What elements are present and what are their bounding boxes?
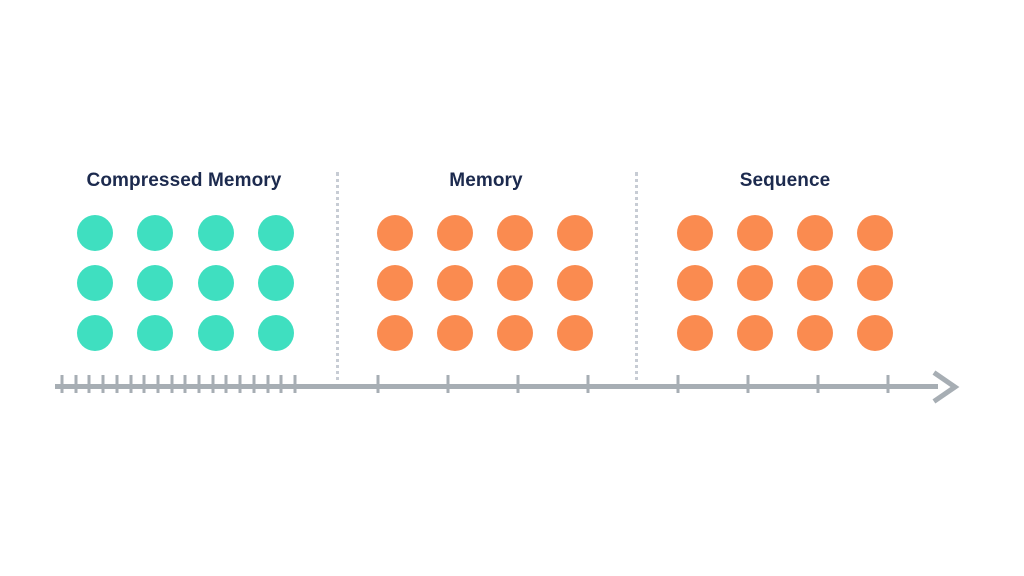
section-divider: [635, 172, 638, 388]
grid-dot: [258, 215, 294, 251]
grid-dot: [737, 215, 773, 251]
grid-dot: [377, 215, 413, 251]
axis-tick: [115, 375, 119, 393]
grid-dot: [137, 265, 173, 301]
grid-dot: [557, 265, 593, 301]
grid-dot: [497, 315, 533, 351]
grid-dot: [137, 215, 173, 251]
axis-arrow-icon: [932, 370, 960, 404]
grid-dot: [377, 315, 413, 351]
axis-tick: [197, 375, 201, 393]
axis-tick: [142, 375, 146, 393]
grid-dot: [737, 315, 773, 351]
timeline-axis: [55, 384, 938, 389]
section-label-sequence: Sequence: [739, 170, 831, 191]
axis-tick: [87, 375, 91, 393]
grid-dot: [857, 215, 893, 251]
axis-tick: [252, 375, 256, 393]
grid-dot: [797, 315, 833, 351]
grid-dot: [137, 315, 173, 351]
grid-dot: [857, 315, 893, 351]
axis-tick: [183, 375, 187, 393]
axis-tick: [156, 375, 160, 393]
axis-tick: [224, 375, 228, 393]
axis-tick: [74, 375, 78, 393]
axis-tick: [816, 375, 820, 393]
section-divider: [336, 172, 339, 388]
grid-dot: [677, 215, 713, 251]
grid-dot: [77, 215, 113, 251]
axis-tick: [676, 375, 680, 393]
grid-dot: [497, 215, 533, 251]
axis-tick: [886, 375, 890, 393]
axis-tick: [129, 375, 132, 393]
grid-dot: [557, 315, 593, 351]
grid-dot: [258, 265, 294, 301]
axis-tick: [266, 375, 269, 393]
grid-dot: [258, 315, 294, 351]
section-label-memory: Memory: [449, 170, 523, 191]
grid-dot: [557, 215, 593, 251]
grid-dot: [857, 265, 893, 301]
axis-tick: [446, 375, 450, 393]
grid-dot: [797, 215, 833, 251]
axis-tick: [376, 375, 380, 393]
section-label-compressed-memory: Compressed Memory: [86, 170, 282, 191]
axis-tick: [279, 375, 283, 393]
axis-tick: [211, 375, 215, 393]
grid-dot: [77, 265, 113, 301]
grid-dot: [677, 315, 713, 351]
axis-tick: [101, 375, 105, 393]
axis-tick: [238, 375, 242, 393]
axis-tick: [586, 375, 590, 393]
grid-dot: [437, 315, 473, 351]
grid-dot: [77, 315, 113, 351]
grid-dot: [737, 265, 773, 301]
axis-tick: [516, 375, 520, 393]
grid-dot: [437, 215, 473, 251]
axis-tick: [746, 375, 750, 393]
grid-dot: [198, 215, 234, 251]
grid-dot: [198, 265, 234, 301]
grid-dot: [677, 265, 713, 301]
grid-dot: [797, 265, 833, 301]
axis-tick: [60, 375, 64, 393]
grid-dot: [198, 315, 234, 351]
grid-dot: [437, 265, 473, 301]
grid-dot: [497, 265, 533, 301]
axis-tick: [170, 375, 174, 393]
grid-dot: [377, 265, 413, 301]
axis-tick: [293, 375, 297, 393]
